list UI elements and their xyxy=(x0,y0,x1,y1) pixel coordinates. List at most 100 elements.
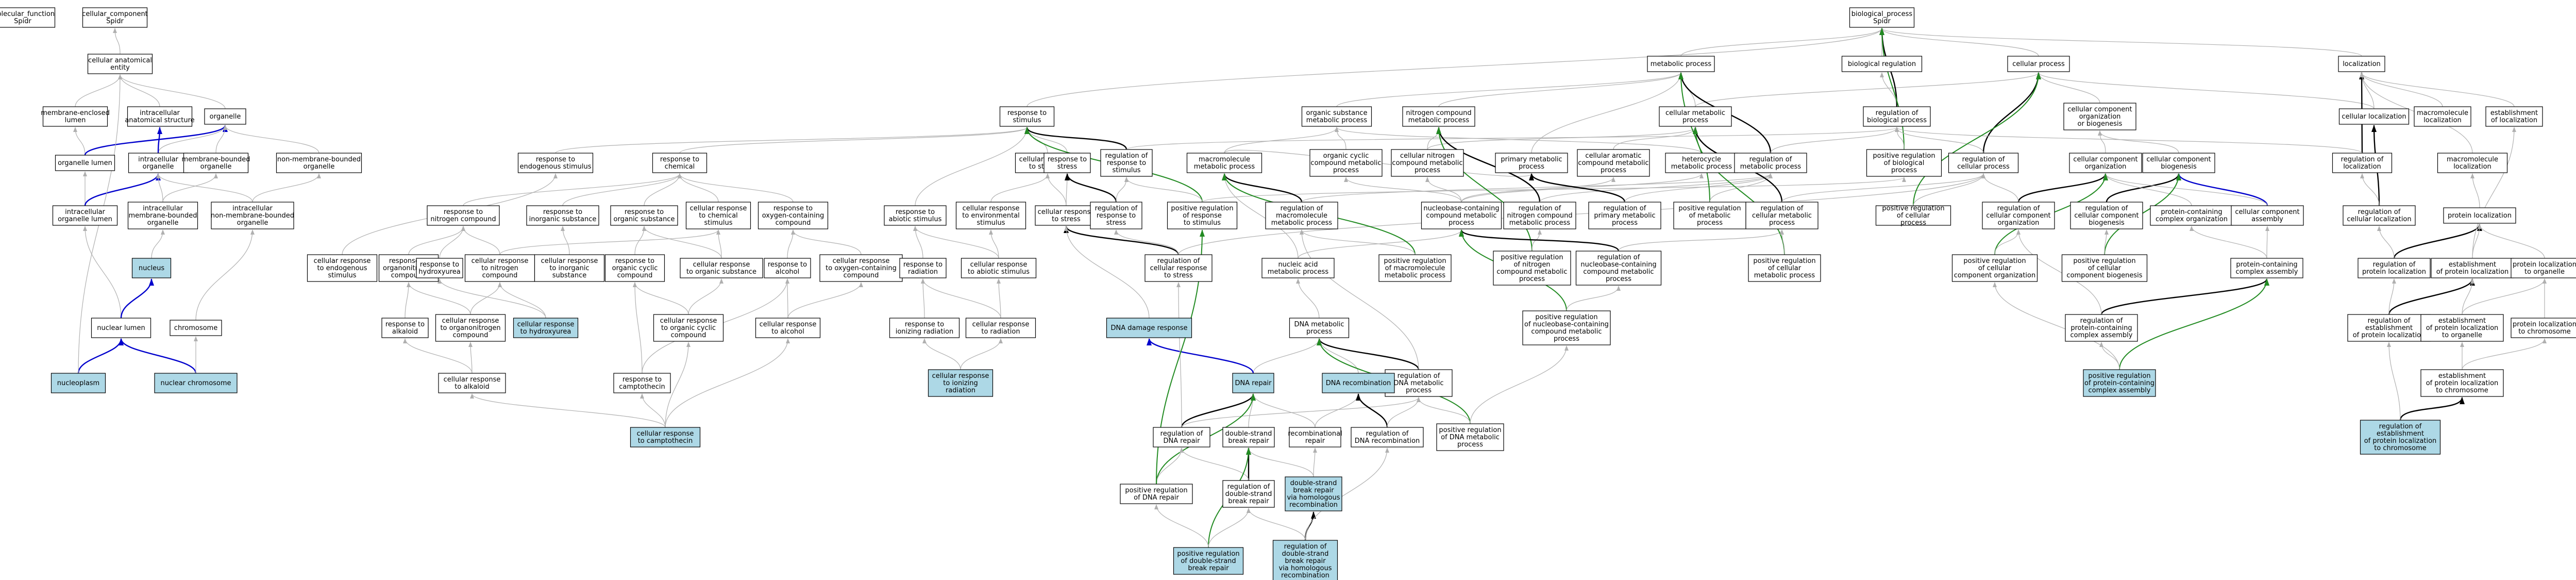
go-term-node-cellular-process[interactable]: cellular process xyxy=(2007,56,2070,72)
go-term-node-regulation-of-nucleobase-containing-compound-metabolic-process[interactable]: regulation ofnucleobase-containingcompou… xyxy=(1575,251,1662,286)
go-term-node-organelle-lumen[interactable]: organelle lumen xyxy=(55,155,115,171)
go-term-node-cellular-localization[interactable]: cellular localization xyxy=(2338,108,2410,125)
go-term-node-protein-localization[interactable]: protein localization xyxy=(2443,207,2516,224)
go-term-node-intracellular-non-membrane-bounded-organelle[interactable]: intracellularnon-membrane-boundedorganel… xyxy=(211,202,294,229)
go-term-node-nucleus[interactable]: nucleus xyxy=(131,258,172,278)
go-term-node-chromosome[interactable]: chromosome xyxy=(170,320,222,336)
go-term-node-nuclear-lumen[interactable]: nuclear lumen xyxy=(91,318,151,338)
go-term-node-dna-repair[interactable]: DNA repair xyxy=(1232,373,1274,393)
go-term-node-dna-recombination[interactable]: DNA recombination xyxy=(1322,373,1395,393)
go-term-node-nucleoplasm[interactable]: nucleoplasm xyxy=(50,373,106,393)
go-term-node-metabolic-process[interactable]: metabolic process xyxy=(1647,56,1715,72)
go-term-node-dna-damage-response[interactable]: DNA damage response xyxy=(1106,318,1192,338)
go-term-node-organelle[interactable]: organelle xyxy=(204,108,246,125)
